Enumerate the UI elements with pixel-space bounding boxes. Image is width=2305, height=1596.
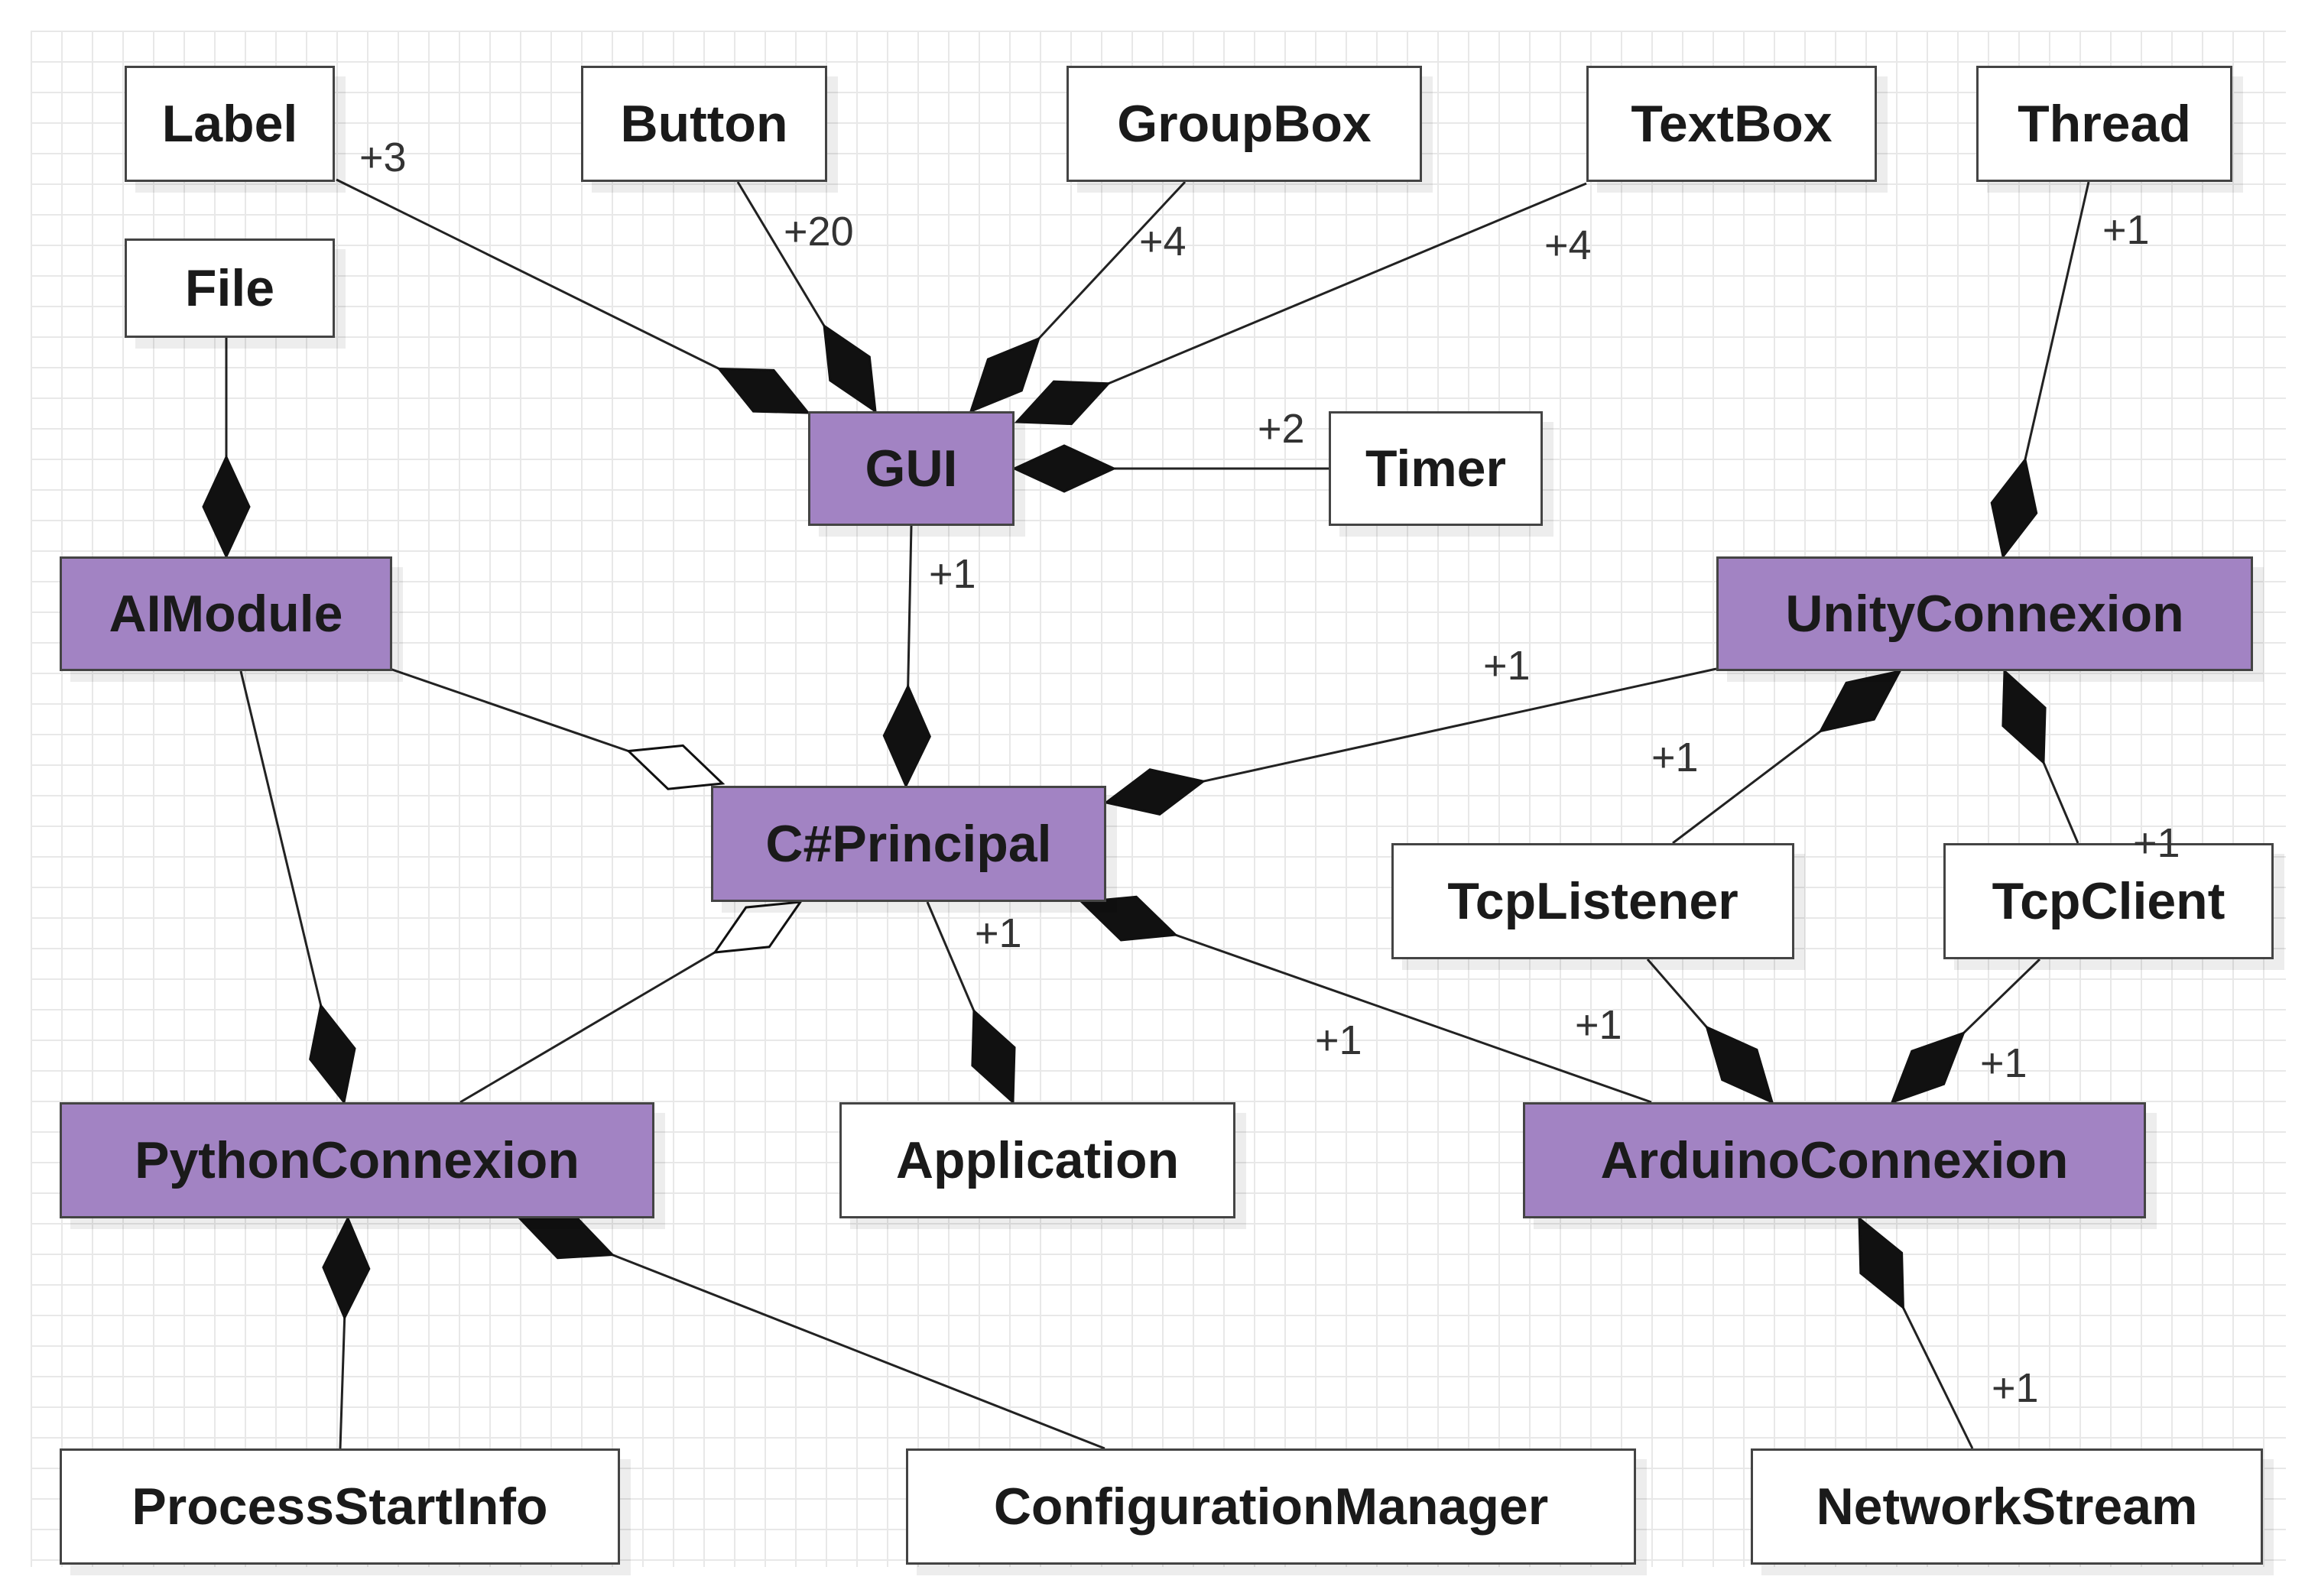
edge-diamond-processstartinfo-python [322, 1215, 371, 1321]
class-label[interactable]: Label [125, 66, 335, 182]
multiplicity-label-gui: +3 [359, 135, 407, 180]
edge-diamond-aimodule-python [309, 1003, 356, 1105]
edge-line-tcplistener-arduino [1646, 959, 1708, 1028]
edge-diamond-textbox-gui [1014, 380, 1112, 426]
class-textbox[interactable]: TextBox [1586, 66, 1877, 182]
class-csprincipal[interactable]: C#Principal [711, 786, 1106, 902]
class-arduinoconnexion[interactable]: ArduinoConnexion [1523, 1102, 2146, 1218]
edge-diamond-configmanager-python [517, 1214, 615, 1260]
edge-line-button-gui [736, 181, 826, 327]
multiplicity-timer-gui: +2 [1258, 406, 1305, 452]
edge-line-arduino-principal [1175, 933, 1652, 1104]
class-tcplistener[interactable]: TcpListener [1391, 843, 1794, 959]
edge-diamond-button-gui [823, 323, 877, 414]
class-unityconnexion[interactable]: UnityConnexion [1716, 556, 2253, 671]
edge-diamond-tcplistener-unity [1818, 669, 1902, 733]
edge-line-tcplistener-unity [1672, 730, 1822, 845]
multiplicity-thread-unity: +1 [2102, 207, 2150, 253]
edge-line-principal-application [926, 901, 976, 1012]
class-timer[interactable]: Timer [1329, 411, 1543, 526]
class-processstartinfo[interactable]: ProcessStartInfo [60, 1448, 620, 1565]
multiplicity-principal-application: +1 [975, 910, 1022, 956]
class-application[interactable]: Application [839, 1102, 1235, 1218]
multiplicity-textbox-gui: +4 [1544, 222, 1592, 268]
class-aimodule[interactable]: AIModule [60, 556, 392, 671]
edge-line-tcpclient-unity [2042, 761, 2079, 844]
edge-line-aimodule-python [239, 670, 323, 1006]
edge-line-groupbox-gui [1037, 180, 1187, 339]
class-button[interactable]: Button [581, 66, 827, 182]
edge-diamond-tcpclient-arduino [1890, 1031, 1966, 1105]
edge-diamond-file-aimodule [202, 454, 251, 560]
edge-line-networkstream-arduino [1902, 1306, 1974, 1449]
class-thread[interactable]: Thread [1976, 66, 2232, 182]
multiplicity-unity-principal: +1 [1483, 643, 1531, 689]
edge-line-unity-principal [1203, 667, 1717, 783]
edge-diamond-networkstream-arduino [1858, 1215, 1904, 1310]
edge-diamond-gui-principal [882, 683, 931, 789]
class-gui[interactable]: GUI [808, 411, 1015, 526]
edge-diamond-unity-principal [1103, 768, 1206, 816]
multiplicity-tcpclient-unity: +1 [2133, 820, 2180, 866]
edge-line-tcpclient-arduino [1962, 958, 2041, 1034]
class-groupbox[interactable]: GroupBox [1066, 66, 1422, 182]
edge-diamond-aimodule-principal [625, 744, 726, 790]
multiplicity-button-gui: +20 [784, 209, 854, 255]
class-pythonconnexion[interactable]: PythonConnexion [60, 1102, 654, 1218]
edge-diamond-arduino-principal [1079, 895, 1178, 942]
edge-diamond-thread-unity [1990, 456, 2038, 560]
class-file[interactable]: File [125, 238, 335, 338]
class-tcpclient[interactable]: TcpClient [1943, 843, 2274, 959]
edge-diamond-tcpclient-unity [2001, 668, 2047, 765]
edge-line-textbox-gui [1108, 182, 1587, 385]
edge-diamond-python-principal [712, 900, 804, 954]
edge-diamond-tcplistener-arduino [1705, 1025, 1774, 1105]
edge-diamond-principal-application [971, 1008, 1016, 1105]
multiplicity-groupbox-gui: +4 [1139, 219, 1187, 264]
multiplicity-tcplistener-arduino: +1 [1575, 1002, 1622, 1048]
edge-diamond-groupbox-gui [969, 336, 1041, 414]
class-configurationmanager[interactable]: ConfigurationManager [906, 1448, 1636, 1565]
edge-diamond-timer-gui [1011, 444, 1117, 493]
multiplicity-networkstream-arduino: +1 [1992, 1365, 2039, 1411]
edge-line-thread-unity [2024, 181, 2090, 460]
class-networkstream[interactable]: NetworkStream [1751, 1448, 2263, 1565]
edge-line-python-principal [459, 951, 716, 1104]
edge-line-processstartinfo-python [339, 1317, 346, 1449]
edge-diamond-label-gui [716, 367, 811, 414]
edge-line-configmanager-python [612, 1254, 1105, 1450]
multiplicity-arduino-principal: +1 [1315, 1017, 1362, 1063]
multiplicity-gui-principal: +1 [929, 551, 976, 597]
multiplicity-tcplistener-unity: +1 [1651, 735, 1699, 780]
edge-line-aimodule-principal [389, 667, 629, 753]
edge-line-label-gui [336, 178, 720, 370]
edge-line-gui-principal [907, 525, 913, 687]
multiplicity-tcpclient-arduino: +1 [1980, 1040, 2027, 1086]
